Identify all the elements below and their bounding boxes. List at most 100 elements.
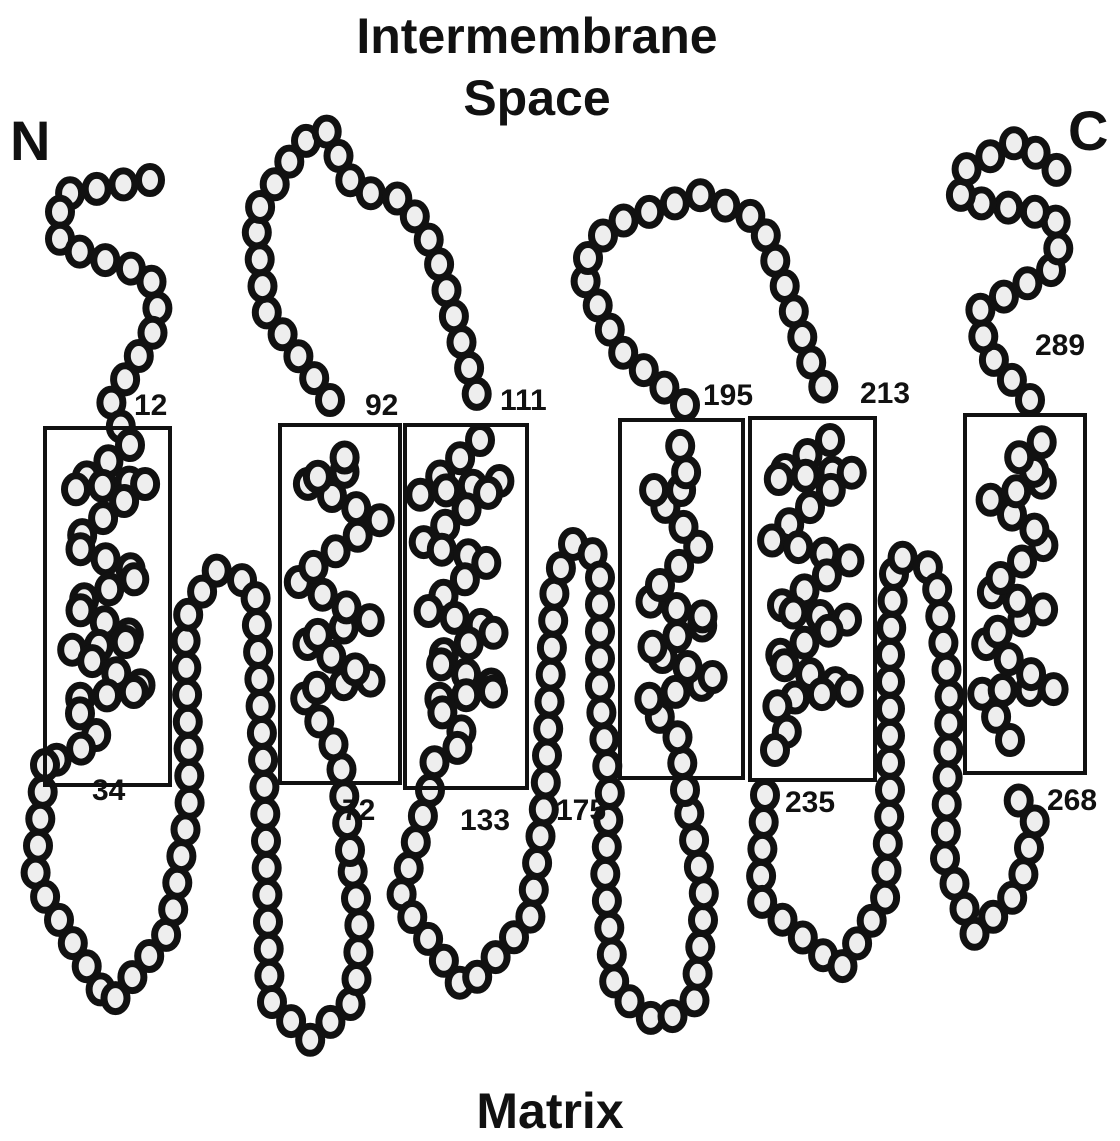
residue-number-34: 34 — [92, 774, 126, 807]
residue-bead — [879, 668, 902, 695]
residue-bead — [879, 749, 902, 776]
region-label-intermembrane: Intermembrane — [356, 8, 717, 64]
residue-bead — [675, 459, 698, 486]
residue-bead — [879, 641, 902, 668]
residue-number-92: 92 — [365, 389, 398, 422]
residue-bead — [430, 536, 453, 563]
residue-bead — [96, 682, 119, 709]
residue-bead — [812, 373, 835, 400]
residue-bead — [430, 651, 453, 678]
residue-bead — [1047, 235, 1070, 262]
residue-bead — [764, 737, 787, 764]
residue-bead — [782, 599, 805, 626]
residue-bead — [589, 591, 612, 618]
residue-bead — [139, 167, 162, 194]
residue-bead — [600, 941, 623, 968]
residue-bead — [257, 935, 280, 962]
residue-bead — [205, 557, 228, 584]
residue-bead — [674, 777, 697, 804]
residue-bead — [49, 198, 72, 225]
residue-bead — [140, 268, 163, 295]
residue-bead — [929, 603, 952, 630]
residue-bead — [1023, 198, 1046, 225]
residue-bead — [878, 803, 901, 830]
residue-bead — [255, 299, 278, 326]
residue-bead — [245, 612, 268, 639]
residue-bead — [666, 623, 689, 650]
residue-bead — [409, 481, 432, 508]
residue-bead — [457, 630, 480, 657]
residue-bead — [178, 762, 201, 789]
residue-bead — [880, 614, 903, 641]
residue-bead — [534, 769, 557, 796]
residue-number-12: 12 — [134, 389, 167, 422]
residue-bead — [114, 629, 137, 656]
residue-bead — [1030, 429, 1053, 456]
residue-bead — [345, 885, 368, 912]
residue-bead — [122, 679, 145, 706]
residue-bead — [529, 823, 552, 850]
residue-bead — [482, 619, 505, 646]
residue-bead — [879, 695, 902, 722]
residue-bead — [754, 782, 777, 809]
residue-bead — [31, 778, 54, 805]
residue-bead — [938, 683, 961, 710]
residue-bead — [359, 180, 382, 207]
residue-bead — [348, 912, 371, 939]
residue-bead — [687, 853, 710, 880]
residue-bead — [522, 876, 545, 903]
residue-bead — [663, 190, 686, 217]
residue-bead — [1018, 834, 1041, 861]
residue-bead — [997, 194, 1020, 221]
residue-bead — [589, 618, 612, 645]
residue-bead — [69, 597, 92, 624]
residue-bead — [446, 734, 469, 761]
residue-bead — [589, 645, 612, 672]
residue-bead — [254, 800, 277, 827]
residue-bead — [936, 764, 959, 791]
residue-bead — [761, 527, 784, 554]
residue-bead — [773, 652, 796, 679]
residue-bead — [65, 476, 88, 503]
residue-bead — [244, 585, 267, 612]
residue-bead — [692, 880, 715, 907]
region-label-matrix: Matrix — [476, 1083, 623, 1139]
residue-bead — [69, 536, 92, 563]
residue-bead — [934, 818, 957, 845]
residue-bead — [643, 477, 666, 504]
residue-bead — [255, 827, 278, 854]
residue-bead — [306, 463, 329, 490]
residue-bead — [257, 908, 280, 935]
residue-bead — [932, 629, 955, 656]
residue-bead — [689, 182, 712, 209]
residue-bead — [482, 678, 505, 705]
residue-bead — [347, 939, 370, 966]
residue-bead — [526, 850, 549, 877]
residue-number-72: 72 — [342, 794, 375, 827]
residue-number-235: 235 — [785, 786, 835, 819]
residue-bead — [874, 884, 897, 911]
residue-bead — [539, 661, 562, 688]
c-terminus-label: C — [1068, 99, 1108, 162]
residue-bead — [665, 596, 688, 623]
residue-number-195: 195 — [703, 379, 753, 412]
residue-bead — [176, 708, 199, 735]
residue-bead — [938, 710, 961, 737]
residue-bead — [683, 827, 706, 854]
residue-bead — [638, 198, 661, 225]
residue-bead — [94, 546, 117, 573]
residue-bead — [669, 432, 692, 459]
residue-bead — [752, 809, 775, 836]
residue-bead — [794, 462, 817, 489]
residue-bead — [68, 238, 91, 265]
residue-bead — [787, 534, 810, 561]
residue-bead — [793, 629, 816, 656]
residue-bead — [1007, 787, 1030, 814]
residue-number-133: 133 — [460, 804, 510, 837]
residue-bead — [306, 674, 329, 701]
residue-bead — [256, 881, 279, 908]
residue-bead — [94, 247, 117, 274]
residue-bead — [926, 576, 949, 603]
residue-bead — [691, 603, 714, 630]
residue-bead — [250, 720, 273, 747]
